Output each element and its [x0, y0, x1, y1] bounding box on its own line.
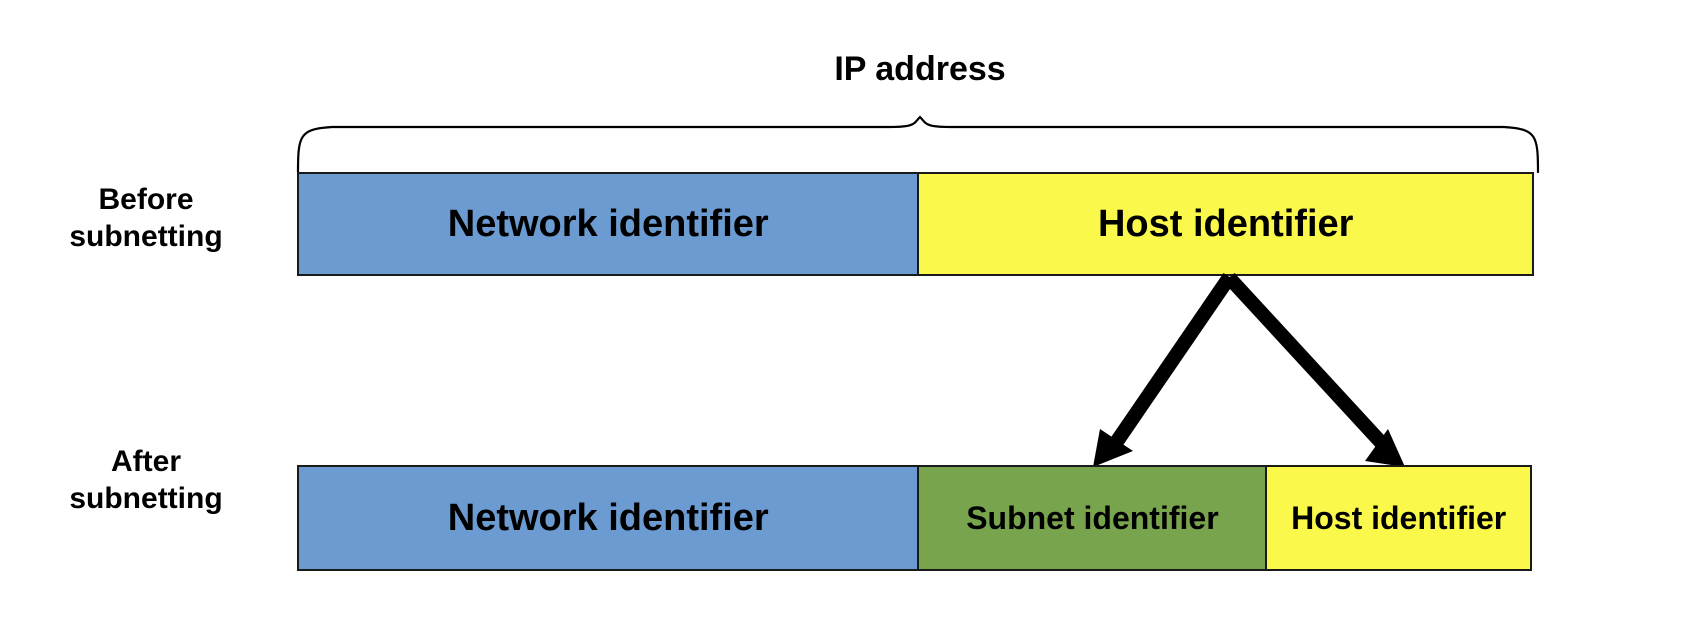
ip-address-label: IP address [834, 50, 1006, 88]
segment-host-identifier-before[interactable]: Host identifier [916, 172, 1535, 276]
row-label-after-line2: subnetting [69, 481, 223, 515]
row-label-before: Before subnetting [10, 182, 282, 255]
segment-label-network-identifier-before: Network identifier [447, 203, 769, 245]
segment-network-identifier-after[interactable]: Network identifier [297, 465, 920, 571]
split-arrows-icon [1093, 273, 1405, 467]
row-label-before-line1: Before [98, 183, 194, 216]
row-label-after-line1: After [110, 445, 181, 478]
curly-brace-down-icon [296, 115, 1540, 174]
segment-subnet-identifier-after[interactable]: Subnet identifier [916, 465, 1268, 571]
segment-label-subnet-identifier-after: Subnet identifier [966, 500, 1219, 536]
row-label-after: After subnetting [10, 444, 282, 517]
segment-label-host-identifier-before: Host identifier [1097, 203, 1354, 245]
bar-after-subnetting: Network identifier Subnet identifier Hos… [297, 465, 1537, 571]
segment-host-identifier-after[interactable]: Host identifier [1265, 465, 1532, 571]
bar-before-subnetting: Network identifier Host identifier [297, 172, 1537, 276]
segment-label-host-identifier-after: Host identifier [1291, 500, 1507, 536]
row-label-before-line2: subnetting [69, 219, 223, 253]
segment-label-network-identifier-after: Network identifier [447, 497, 769, 539]
segment-network-identifier-before[interactable]: Network identifier [297, 172, 920, 276]
